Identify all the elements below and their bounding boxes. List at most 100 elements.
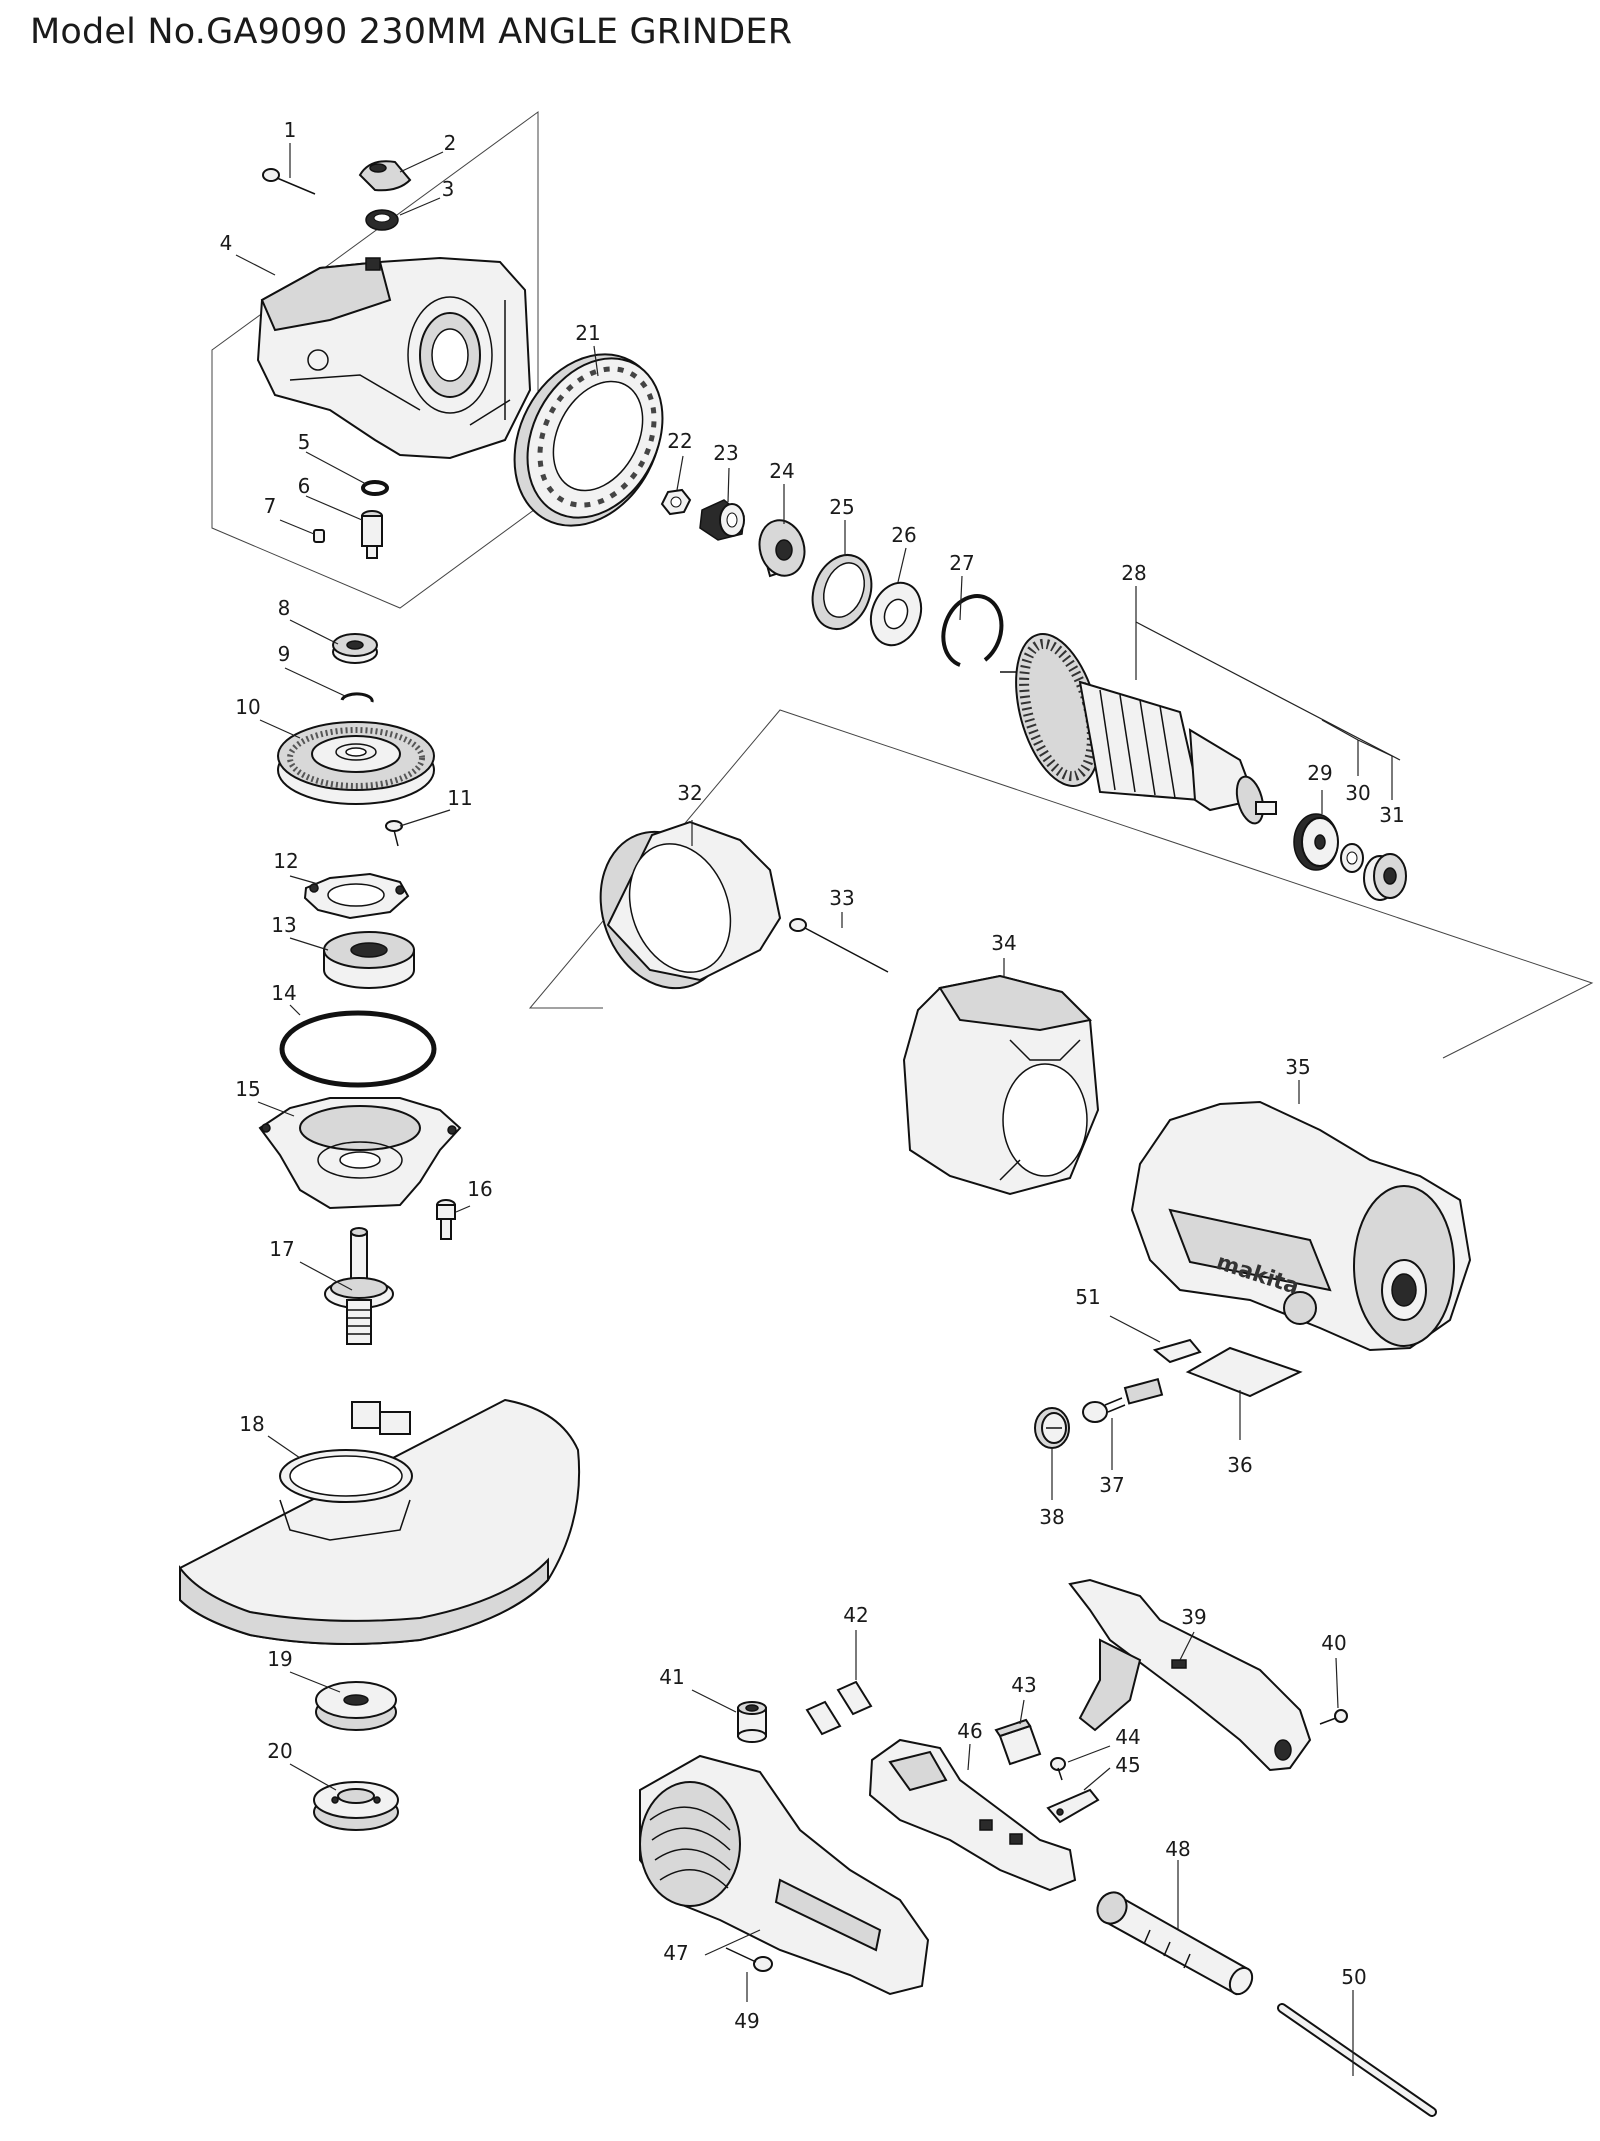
- part-7[interactable]: [313, 529, 325, 543]
- part-41[interactable]: [737, 1701, 767, 1743]
- retaining-ring-icon: [941, 594, 1004, 667]
- part-46[interactable]: [868, 1738, 1077, 1892]
- part-27[interactable]: [941, 594, 1004, 667]
- screw-icon: [385, 820, 403, 847]
- baffle-plate-icon: [599, 820, 782, 990]
- shaft-lock-pin-icon: [361, 510, 383, 559]
- callout-7: 7: [264, 494, 277, 518]
- spiral-bevel-pinion-icon: [699, 499, 745, 541]
- pin-icon: [313, 529, 325, 543]
- lock-nut-icon: [313, 1781, 399, 1831]
- callout-39: 39: [1181, 1605, 1206, 1629]
- side-grip-bar-icon: [1277, 2003, 1437, 2117]
- callout-19: 19: [267, 1647, 292, 1671]
- part-34[interactable]: [902, 974, 1100, 1196]
- part-13[interactable]: [323, 931, 415, 989]
- part-8[interactable]: [332, 633, 378, 664]
- callout-43: 43: [1011, 1673, 1036, 1697]
- part-36[interactable]: [1185, 1346, 1303, 1398]
- part-33[interactable]: [789, 918, 889, 973]
- part-3[interactable]: [365, 209, 399, 231]
- part-18[interactable]: [179, 1398, 581, 1645]
- callout-17: 17: [269, 1237, 294, 1261]
- part-43[interactable]: [994, 1718, 1042, 1766]
- part-5[interactable]: [361, 480, 389, 496]
- leader-lines: [235, 143, 1401, 2076]
- part-17[interactable]: [324, 1227, 394, 1345]
- part-30[interactable]: [1340, 843, 1364, 873]
- part-6[interactable]: [361, 510, 383, 559]
- brush-holder-cap-icon: [1034, 1407, 1070, 1449]
- part-16[interactable]: [436, 1199, 456, 1240]
- part-51[interactable]: [1152, 1338, 1202, 1364]
- hex-socket-bolt-icon: [436, 1199, 456, 1240]
- fan-guide-icon: [1293, 813, 1339, 871]
- part-50[interactable]: [1277, 2003, 1437, 2117]
- part-9[interactable]: [340, 692, 374, 703]
- callout-49: 49: [734, 2009, 759, 2033]
- callout-44: 44: [1115, 1725, 1140, 1749]
- part-47[interactable]: [639, 1754, 930, 1996]
- part-12[interactable]: [303, 872, 410, 920]
- callout-15: 15: [235, 1077, 260, 1101]
- callout-9: 9: [278, 642, 291, 666]
- part-28[interactable]: [1000, 625, 1277, 826]
- callout-20: 20: [267, 1739, 292, 1763]
- part-35[interactable]: makita: [1130, 1100, 1472, 1352]
- part-19[interactable]: [315, 1681, 397, 1731]
- part-38[interactable]: [1034, 1407, 1070, 1449]
- callout-47: 47: [663, 1941, 688, 1965]
- part-31[interactable]: [1363, 853, 1407, 901]
- part-32[interactable]: [579, 814, 782, 1007]
- callout-48: 48: [1165, 1837, 1190, 1861]
- part-45[interactable]: [1046, 1788, 1100, 1824]
- part-49[interactable]: [725, 1947, 773, 1972]
- part-1[interactable]: [262, 168, 316, 195]
- retaining-ring-icon: [340, 692, 374, 703]
- callout-35: 35: [1285, 1055, 1310, 1079]
- part-42[interactable]: [805, 1680, 873, 1736]
- part-29[interactable]: [1293, 813, 1339, 871]
- gear-housing-icon: [256, 256, 532, 460]
- callout-12: 12: [273, 849, 298, 873]
- part-15[interactable]: [258, 1097, 462, 1210]
- hex-nut-icon: [660, 488, 692, 516]
- screw-icon: [262, 168, 316, 195]
- part-20[interactable]: [313, 1781, 399, 1831]
- part-23[interactable]: [699, 499, 745, 541]
- callout-21: 21: [575, 321, 600, 345]
- part-10[interactable]: [277, 721, 435, 805]
- callout-18: 18: [239, 1412, 264, 1436]
- callout-37: 37: [1099, 1473, 1124, 1497]
- part-4[interactable]: [256, 256, 532, 460]
- callout-29: 29: [1307, 761, 1332, 785]
- part-21[interactable]: [486, 329, 691, 552]
- callout-3: 3: [442, 177, 455, 201]
- callout-22: 22: [667, 429, 692, 453]
- part-40[interactable]: [1319, 1709, 1348, 1725]
- field-icon: [902, 974, 1100, 1196]
- tapping-screw-icon: [1050, 1757, 1066, 1781]
- carbon-brush-icon: [1082, 1377, 1164, 1423]
- callout-8: 8: [278, 596, 291, 620]
- callout-16: 16: [467, 1177, 492, 1201]
- callout-27: 27: [949, 551, 974, 575]
- part-39[interactable]: [1068, 1578, 1312, 1772]
- part-25[interactable]: [803, 547, 882, 638]
- part-44[interactable]: [1050, 1757, 1066, 1781]
- armature-icon: [1000, 633, 1277, 825]
- callout-40: 40: [1321, 1631, 1346, 1655]
- part-24[interactable]: [754, 515, 811, 580]
- label-icon: [1152, 1338, 1202, 1364]
- part-22[interactable]: [660, 488, 692, 516]
- part-14[interactable]: [279, 1010, 437, 1088]
- callout-45: 45: [1115, 1753, 1140, 1777]
- callout-36: 36: [1227, 1453, 1252, 1477]
- part-37[interactable]: [1082, 1377, 1164, 1423]
- part-11[interactable]: [385, 820, 403, 847]
- part-48[interactable]: [1092, 1887, 1257, 1998]
- part-2[interactable]: [358, 160, 412, 192]
- part-26[interactable]: [863, 576, 930, 653]
- ball-bearing-icon: [758, 519, 806, 578]
- bearing-retainer-icon: [303, 872, 410, 920]
